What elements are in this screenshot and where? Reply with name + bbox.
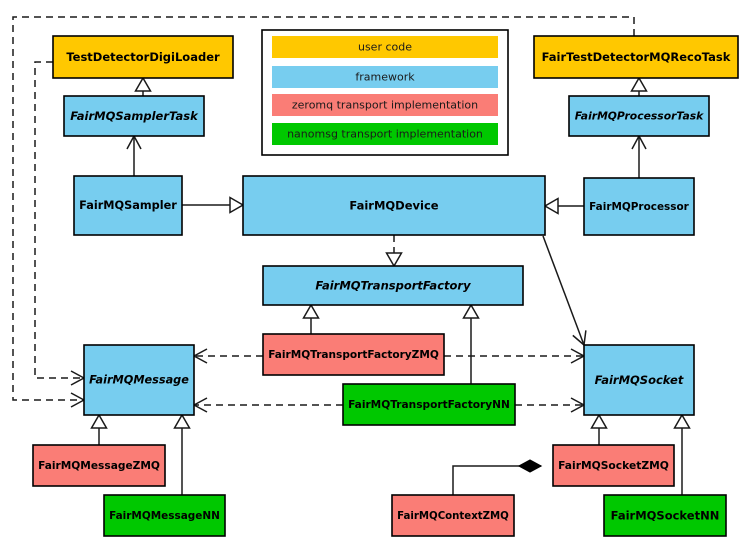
legend-item-zeromq-transport-implementation: zeromq transport implementation <box>272 94 498 116</box>
legend-swatch-3 <box>272 123 498 145</box>
class-name-fairmqmessage: FairMQMessage <box>89 374 189 387</box>
class-node-fairmqmessagezmq[interactable]: FairMQMessageZMQ <box>32 444 166 487</box>
class-name-fairmqdevice: FairMQDevice <box>349 199 438 213</box>
class-name-fairmqtransportfactoryzmq: FairMQTransportFactoryZMQ <box>268 349 439 361</box>
ah-socketnn-socket-marker <box>673 413 691 429</box>
class-name-fairmqsamplertask: FairMQSamplerTask <box>70 109 199 123</box>
class-name-fairmqsampler: FairMQSampler <box>79 199 177 212</box>
class-box-fairmqsampler[interactable] <box>73 175 183 236</box>
legend-label-3: nanomsg transport implementation <box>287 128 483 141</box>
edge-fairmqdevice-to-fairmqsocket <box>542 235 585 346</box>
class-box-fairmqsocketnn[interactable] <box>603 494 727 537</box>
class-box-fairmqsamplertask[interactable] <box>63 95 205 137</box>
class-name-fairtestdetectormqrecotask: FairTestDetectorMQRecoTask <box>542 50 731 64</box>
class-node-fairmqtransportfactorynn[interactable]: FairMQTransportFactoryNN <box>342 383 516 426</box>
class-node-fairmqmessagenn[interactable]: FairMQMessageNN <box>103 494 226 537</box>
class-box-fairmqsocket[interactable] <box>583 344 695 416</box>
class-box-fairmqmessagezmq[interactable] <box>32 444 166 487</box>
class-name-fairmqtransportfactory: FairMQTransportFactory <box>315 279 471 293</box>
class-box-fairmqprocessor[interactable] <box>583 177 695 236</box>
edge-fairmqcontextzmq-to-fairmqsocketzmq <box>452 465 541 495</box>
class-box-fairmqtransportfactoryzmq[interactable] <box>262 333 445 376</box>
class-box-fairtestdetectormqrecotask[interactable] <box>533 35 739 79</box>
ah-device-transportfactory-marker <box>385 252 403 268</box>
ah-messagenn-message-marker <box>173 413 191 429</box>
ah-border-digiloader-message-marker <box>70 370 85 386</box>
class-node-fairmqtransportfactory[interactable]: FairMQTransportFactory <box>262 265 524 306</box>
legend-swatch-1 <box>272 66 498 88</box>
ah-device-socket-marker <box>572 330 587 346</box>
class-node-testdetectordigiloader[interactable]: TestDetectorDigiLoader <box>52 35 234 79</box>
class-node-fairtestdetectormqrecotask[interactable]: FairTestDetectorMQRecoTask <box>533 35 739 79</box>
class-node-fairmqprocessor[interactable]: FairMQProcessor <box>583 177 695 236</box>
ah-tfnn-socket-marker <box>570 397 585 413</box>
class-name-fairmqtransportfactorynn: FairMQTransportFactoryNN <box>348 399 510 411</box>
ah-border-recotask-message-marker <box>70 392 85 408</box>
class-name-fairmqcontextzmq: FairMQContextZMQ <box>397 511 509 522</box>
legend-swatch-0 <box>272 36 498 58</box>
ah-tfnn-tf-marker <box>462 303 480 319</box>
ah-samplertask-digiloader-marker <box>134 76 152 92</box>
ah-tfzmq-message-marker <box>193 348 208 364</box>
ah-processor-processortask-marker <box>631 135 647 150</box>
ah-processor-device-marker <box>543 197 559 215</box>
class-box-fairmqmessage[interactable] <box>83 344 195 416</box>
legend-layer: user code framework zeromq transport imple… <box>261 29 509 156</box>
arrowhead-layer <box>70 76 691 473</box>
class-name-fairmqprocessortask: FairMQProcessorTask <box>575 110 704 123</box>
class-node-fairmqsampler[interactable]: FairMQSampler <box>73 175 183 236</box>
class-name-fairmqprocessor: FairMQProcessor <box>589 201 690 213</box>
ah-tfzmq-tf-marker <box>302 303 320 319</box>
class-box-testdetectordigiloader[interactable] <box>52 35 234 79</box>
ah-socketzmq-socket-marker <box>590 413 608 429</box>
class-name-fairmqmessagezmq: FairMQMessageZMQ <box>38 459 160 472</box>
ah-tfzmq-socket-marker <box>570 348 585 364</box>
node-layer: TestDetectorDigiLoaderFairMQSamplerTaskF… <box>32 35 739 537</box>
class-node-fairmqprocessortask[interactable]: FairMQProcessorTask <box>568 95 710 137</box>
ah-processortask-recotask-marker <box>630 76 648 92</box>
legend-swatch-2 <box>272 94 498 116</box>
class-box-fairmqcontextzmq[interactable] <box>391 494 515 537</box>
ah-contextzmq-socketzmq-marker <box>517 459 543 473</box>
class-name-testdetectordigiloader: TestDetectorDigiLoader <box>66 50 220 64</box>
ah-sampler-device-marker <box>229 196 245 214</box>
class-box-fairmqmessagenn[interactable] <box>103 494 226 537</box>
class-box-fairmqtransportfactory[interactable] <box>262 265 524 306</box>
legend-item-framework: framework <box>272 66 498 88</box>
legend-label-2: zeromq transport implementation <box>292 99 478 112</box>
legend-item-user-code: user code <box>272 36 498 58</box>
class-node-fairmqsocket[interactable]: FairMQSocket <box>583 344 695 416</box>
class-node-fairmqsamplertask[interactable]: FairMQSamplerTask <box>63 95 205 137</box>
ah-tfnn-message-marker <box>193 397 208 413</box>
class-box-fairmqdevice[interactable] <box>242 175 546 236</box>
class-node-fairmqsocketzmq[interactable]: FairMQSocketZMQ <box>552 444 675 487</box>
class-node-fairmqdevice[interactable]: FairMQDevice <box>242 175 546 236</box>
legend-item-nanomsg-transport-implementation: nanomsg transport implementation <box>272 123 498 145</box>
legend-label-0: user code <box>358 41 412 54</box>
class-name-fairmqsocketzmq: FairMQSocketZMQ <box>558 459 669 472</box>
class-name-fairmqsocketnn: FairMQSocketNN <box>611 509 720 523</box>
class-node-fairmqmessage[interactable]: FairMQMessage <box>83 344 195 416</box>
class-node-fairmqcontextzmq[interactable]: FairMQContextZMQ <box>391 494 515 537</box>
class-name-fairmqsocket: FairMQSocket <box>595 373 684 387</box>
class-name-fairmqmessagenn: FairMQMessageNN <box>109 510 220 522</box>
legend-label-1: framework <box>355 71 415 84</box>
class-node-fairmqtransportfactoryzmq[interactable]: FairMQTransportFactoryZMQ <box>262 333 445 376</box>
class-box-fairmqtransportfactorynn[interactable] <box>342 383 516 426</box>
class-box-fairmqsocketzmq[interactable] <box>552 444 675 487</box>
edge-fairtestdetectormqrecotask-to-fairmqmessage <box>12 16 635 401</box>
class-node-fairmqsocketnn[interactable]: FairMQSocketNN <box>603 494 727 537</box>
ah-messagezmq-message-marker <box>90 413 108 429</box>
ah-sampler-samplertask-marker <box>126 135 142 150</box>
class-box-fairmqprocessortask[interactable] <box>568 95 710 137</box>
